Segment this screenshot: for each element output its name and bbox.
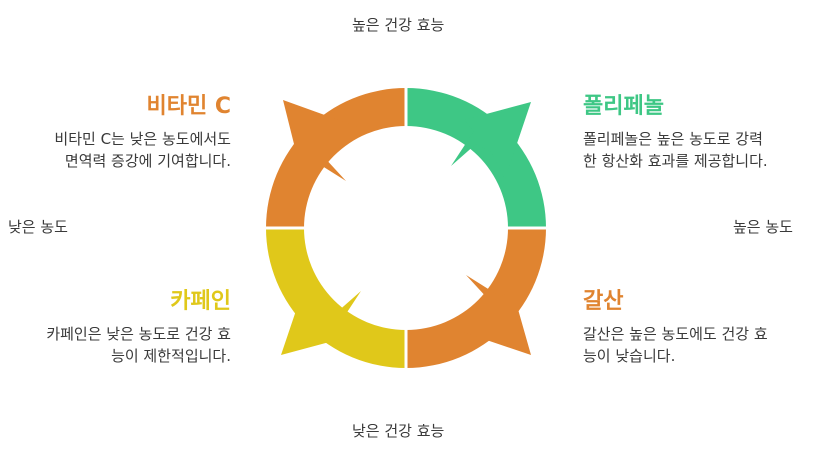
axis-bottom-label: 낮은 건강 효능 — [352, 422, 445, 440]
caffeine-desc-line2: 능이 제한적입니다. — [111, 347, 231, 365]
vitamin-c-desc: 비타민 C는 낮은 농도에서도 면역력 증강에 기여합니다. — [54, 128, 231, 172]
arrow-caffeine — [281, 278, 361, 355]
axis-right-label: 높은 농도 — [733, 218, 793, 236]
arrow-vitamin-c — [283, 100, 358, 181]
caffeine-desc-line1: 카페인은 낮은 농도로 건강 효 — [46, 325, 231, 343]
segment-vitamin-c — [266, 88, 406, 228]
tannin-desc: 갈산은 높은 농도에도 건강 효 능이 낮습니다. — [583, 323, 768, 367]
segment-caffeine — [266, 228, 406, 368]
polyphenol-title: 폴리페놀 — [583, 94, 664, 119]
axis-top-label: 높은 건강 효능 — [352, 16, 445, 34]
vitamin-c-title: 비타민 C — [146, 94, 231, 119]
tannin-desc-line1: 갈산은 높은 농도에도 건강 효 — [583, 325, 768, 343]
arrow-tannin — [454, 275, 531, 355]
arrow-polyphenol — [451, 102, 531, 179]
polyphenol-desc: 폴리페놀은 높은 농도로 강력 한 항산화 효과를 제공합니다. — [583, 128, 768, 172]
caffeine-desc: 카페인은 낮은 농도로 건강 효 능이 제한적입니다. — [46, 323, 231, 367]
segment-tannin — [406, 228, 546, 368]
polyphenol-desc-line1: 폴리페놀은 높은 농도로 강력 — [583, 130, 763, 148]
vitamin-c-desc-line1: 비타민 C는 낮은 농도에서도 — [54, 130, 231, 148]
axis-left-label: 낮은 농도 — [8, 218, 68, 236]
tannin-title: 갈산 — [583, 289, 624, 314]
vitamin-c-desc-line2: 면역력 증강에 기여합니다. — [64, 152, 231, 170]
polyphenol-desc-line2: 한 항산화 효과를 제공합니다. — [583, 152, 768, 170]
tannin-desc-line2: 능이 낮습니다. — [583, 347, 676, 365]
segment-polyphenol — [406, 88, 546, 228]
caffeine-title: 카페인 — [170, 289, 231, 314]
